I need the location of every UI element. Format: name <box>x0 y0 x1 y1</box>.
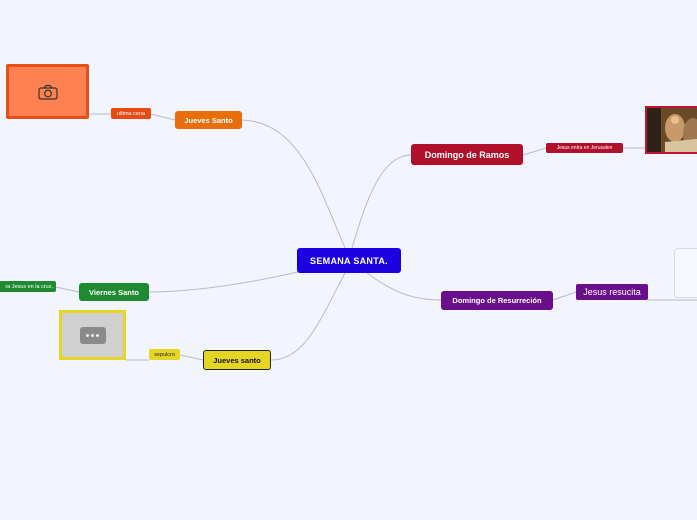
link-jueves2-sepul <box>179 354 204 361</box>
link-central-ramos <box>351 154 412 249</box>
central-topic[interactable]: SEMANA SANTA. <box>297 248 401 273</box>
link-central-resur <box>366 272 442 301</box>
comment-icon <box>79 326 106 344</box>
link-central-jueves1 <box>241 119 346 249</box>
subtopic-jesus-cruz[interactable]: ra Jesus en la cruz. <box>0 281 56 292</box>
link-central-jueves2 <box>270 272 346 361</box>
link-ramos-jerus <box>522 147 547 156</box>
image-placeholder-sepulcro[interactable] <box>59 310 126 360</box>
image-placeholder-ultima-cena[interactable] <box>6 64 89 119</box>
link-jueves1-cena <box>150 113 176 121</box>
image-placeholder-resurreccion[interactable] <box>674 248 697 298</box>
branch-jueves-santo-1[interactable]: Jueves Santo <box>175 111 242 129</box>
subtopic-jesus-entra-jerusalen[interactable]: Jesus entra en Jerusalen <box>546 143 623 153</box>
link-central-viernes <box>148 271 299 293</box>
branch-domingo-de-resurreccion[interactable]: Domingo de Resurreción <box>441 291 553 310</box>
subtopic-sepulcro[interactable]: sepulcro <box>149 349 180 360</box>
branch-domingo-de-ramos[interactable]: Domingo de Ramos <box>411 144 523 165</box>
subtopic-ultima-cena[interactable]: ultima cena <box>111 108 151 119</box>
link-viernes-cruz <box>55 286 80 293</box>
branch-viernes-santo[interactable]: Viernes Santo <box>79 283 149 301</box>
subtopic-jesus-resucita[interactable]: Jesus resucita <box>576 284 648 300</box>
link-resur-resuc <box>552 291 577 301</box>
painting-image <box>647 108 697 152</box>
camera-icon <box>37 84 58 100</box>
image-jesus-jerusalen[interactable] <box>645 106 697 154</box>
branch-jueves-santo-2[interactable]: Jueves santo <box>203 350 271 370</box>
